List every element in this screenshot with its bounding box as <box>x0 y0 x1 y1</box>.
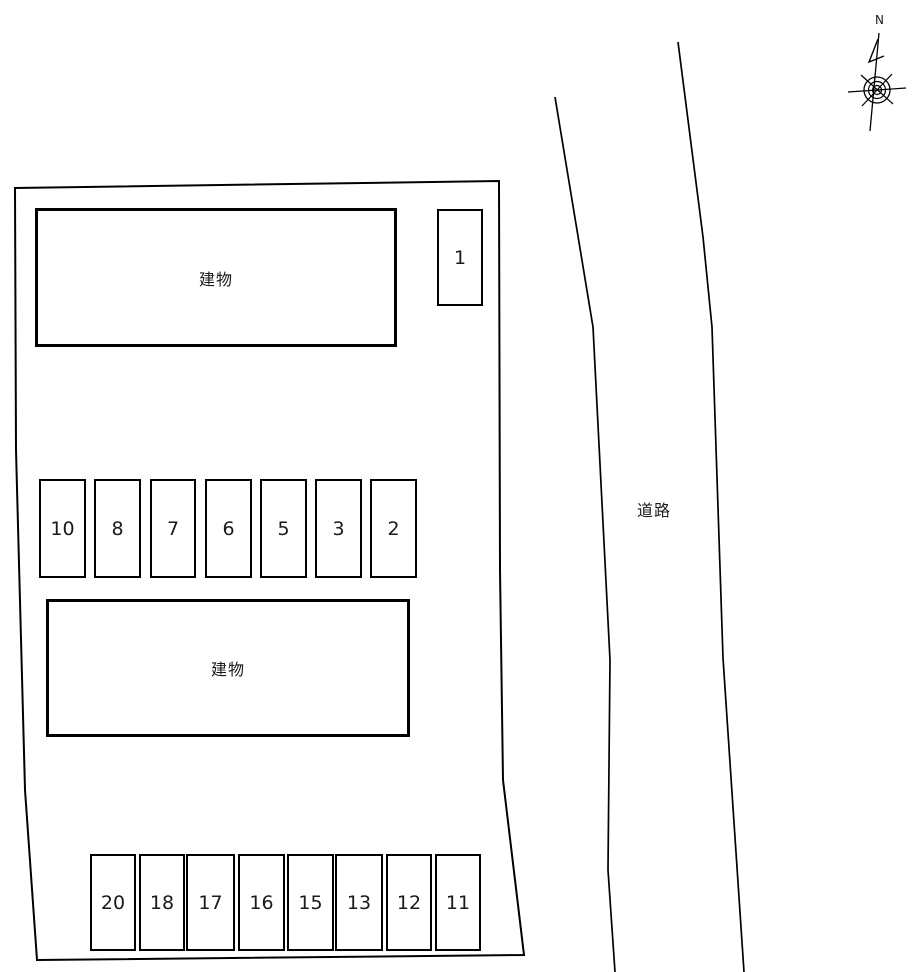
parking-space-15: 15 <box>287 854 334 951</box>
building-2-label: 建物 <box>210 660 245 679</box>
parking-space-10: 10 <box>39 479 86 578</box>
compass-outer-circle <box>863 76 891 104</box>
parking-space-17: 17 <box>186 854 235 951</box>
road-left-edge <box>554 96 616 972</box>
parking-space-6: 6 <box>205 479 252 578</box>
parking-space-1: 1 <box>437 209 483 306</box>
parking-space-13: 13 <box>335 854 383 951</box>
building-2: 建物 <box>46 599 410 737</box>
parking-space-7: 7 <box>150 479 196 578</box>
building-1-label: 建物 <box>198 269 233 289</box>
road-label: 道路 <box>636 501 671 520</box>
parking-space-18: 18 <box>139 854 185 951</box>
parking-space-11: 11 <box>435 854 481 951</box>
site-boundary <box>13 179 526 962</box>
parking-space-12: 12 <box>386 854 432 951</box>
compass-north-label: N <box>875 13 884 27</box>
parking-space-20: 20 <box>90 854 136 951</box>
compass-arrowhead <box>867 38 885 64</box>
road-right-edge <box>677 41 745 972</box>
parking-space-5: 5 <box>260 479 307 578</box>
compass-icon <box>847 32 907 132</box>
compass-spoke-diagonal-nw <box>861 73 893 107</box>
parking-space-8: 8 <box>94 479 141 578</box>
building-1: 建物 <box>35 208 397 347</box>
parking-space-3: 3 <box>315 479 362 578</box>
parking-space-16: 16 <box>238 854 285 951</box>
parking-space-2: 2 <box>370 479 417 578</box>
